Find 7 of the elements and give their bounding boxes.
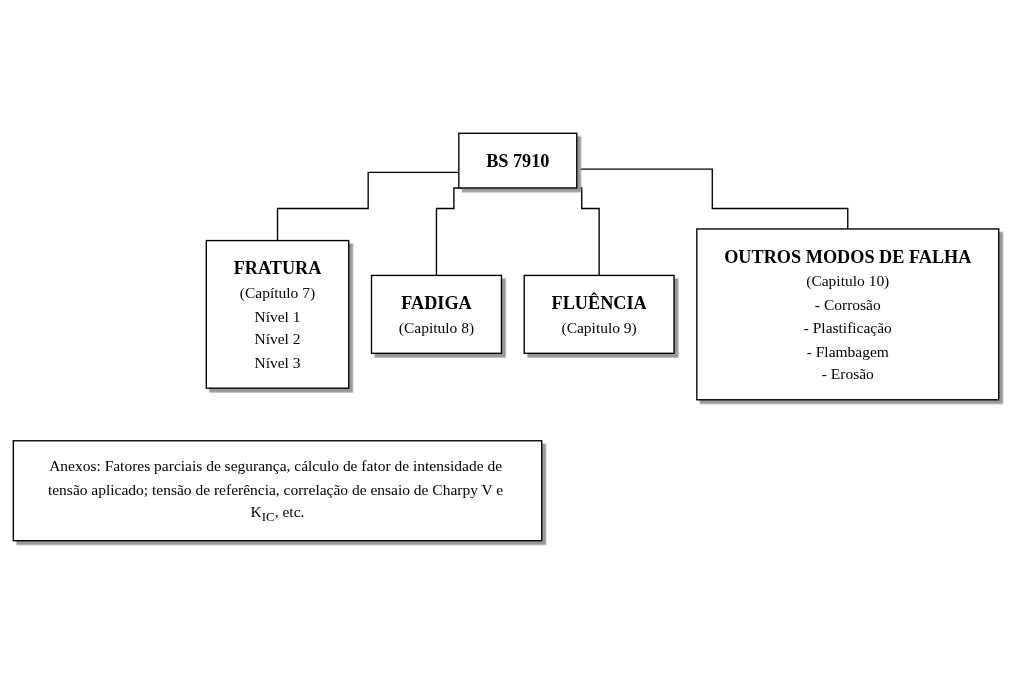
node-box: BS 7910 — [458, 132, 578, 189]
node-box: Anexos: Fatores parciais de segurança, cálculo de fator de intensidade de tensão aplicado; tensão de referência, correlação de ensaio de Charpy V e K$_{IC}$, etc. — [12, 439, 543, 541]
node-box: FRATURA (Capítulo 7) Nível 1 Nível 2 Nível 3 — [205, 239, 350, 389]
node-box: FLUÊNCIA (Capitulo 9) — [523, 274, 675, 354]
node-box: OUTROS MODOS DE FALHA (Capitulo 10) - Corrosão - Plastificação - Flambagem - Erosão — [696, 227, 1000, 400]
connector — [576, 168, 849, 230]
node-box: FADIGA (Capitulo 8) — [370, 274, 503, 354]
